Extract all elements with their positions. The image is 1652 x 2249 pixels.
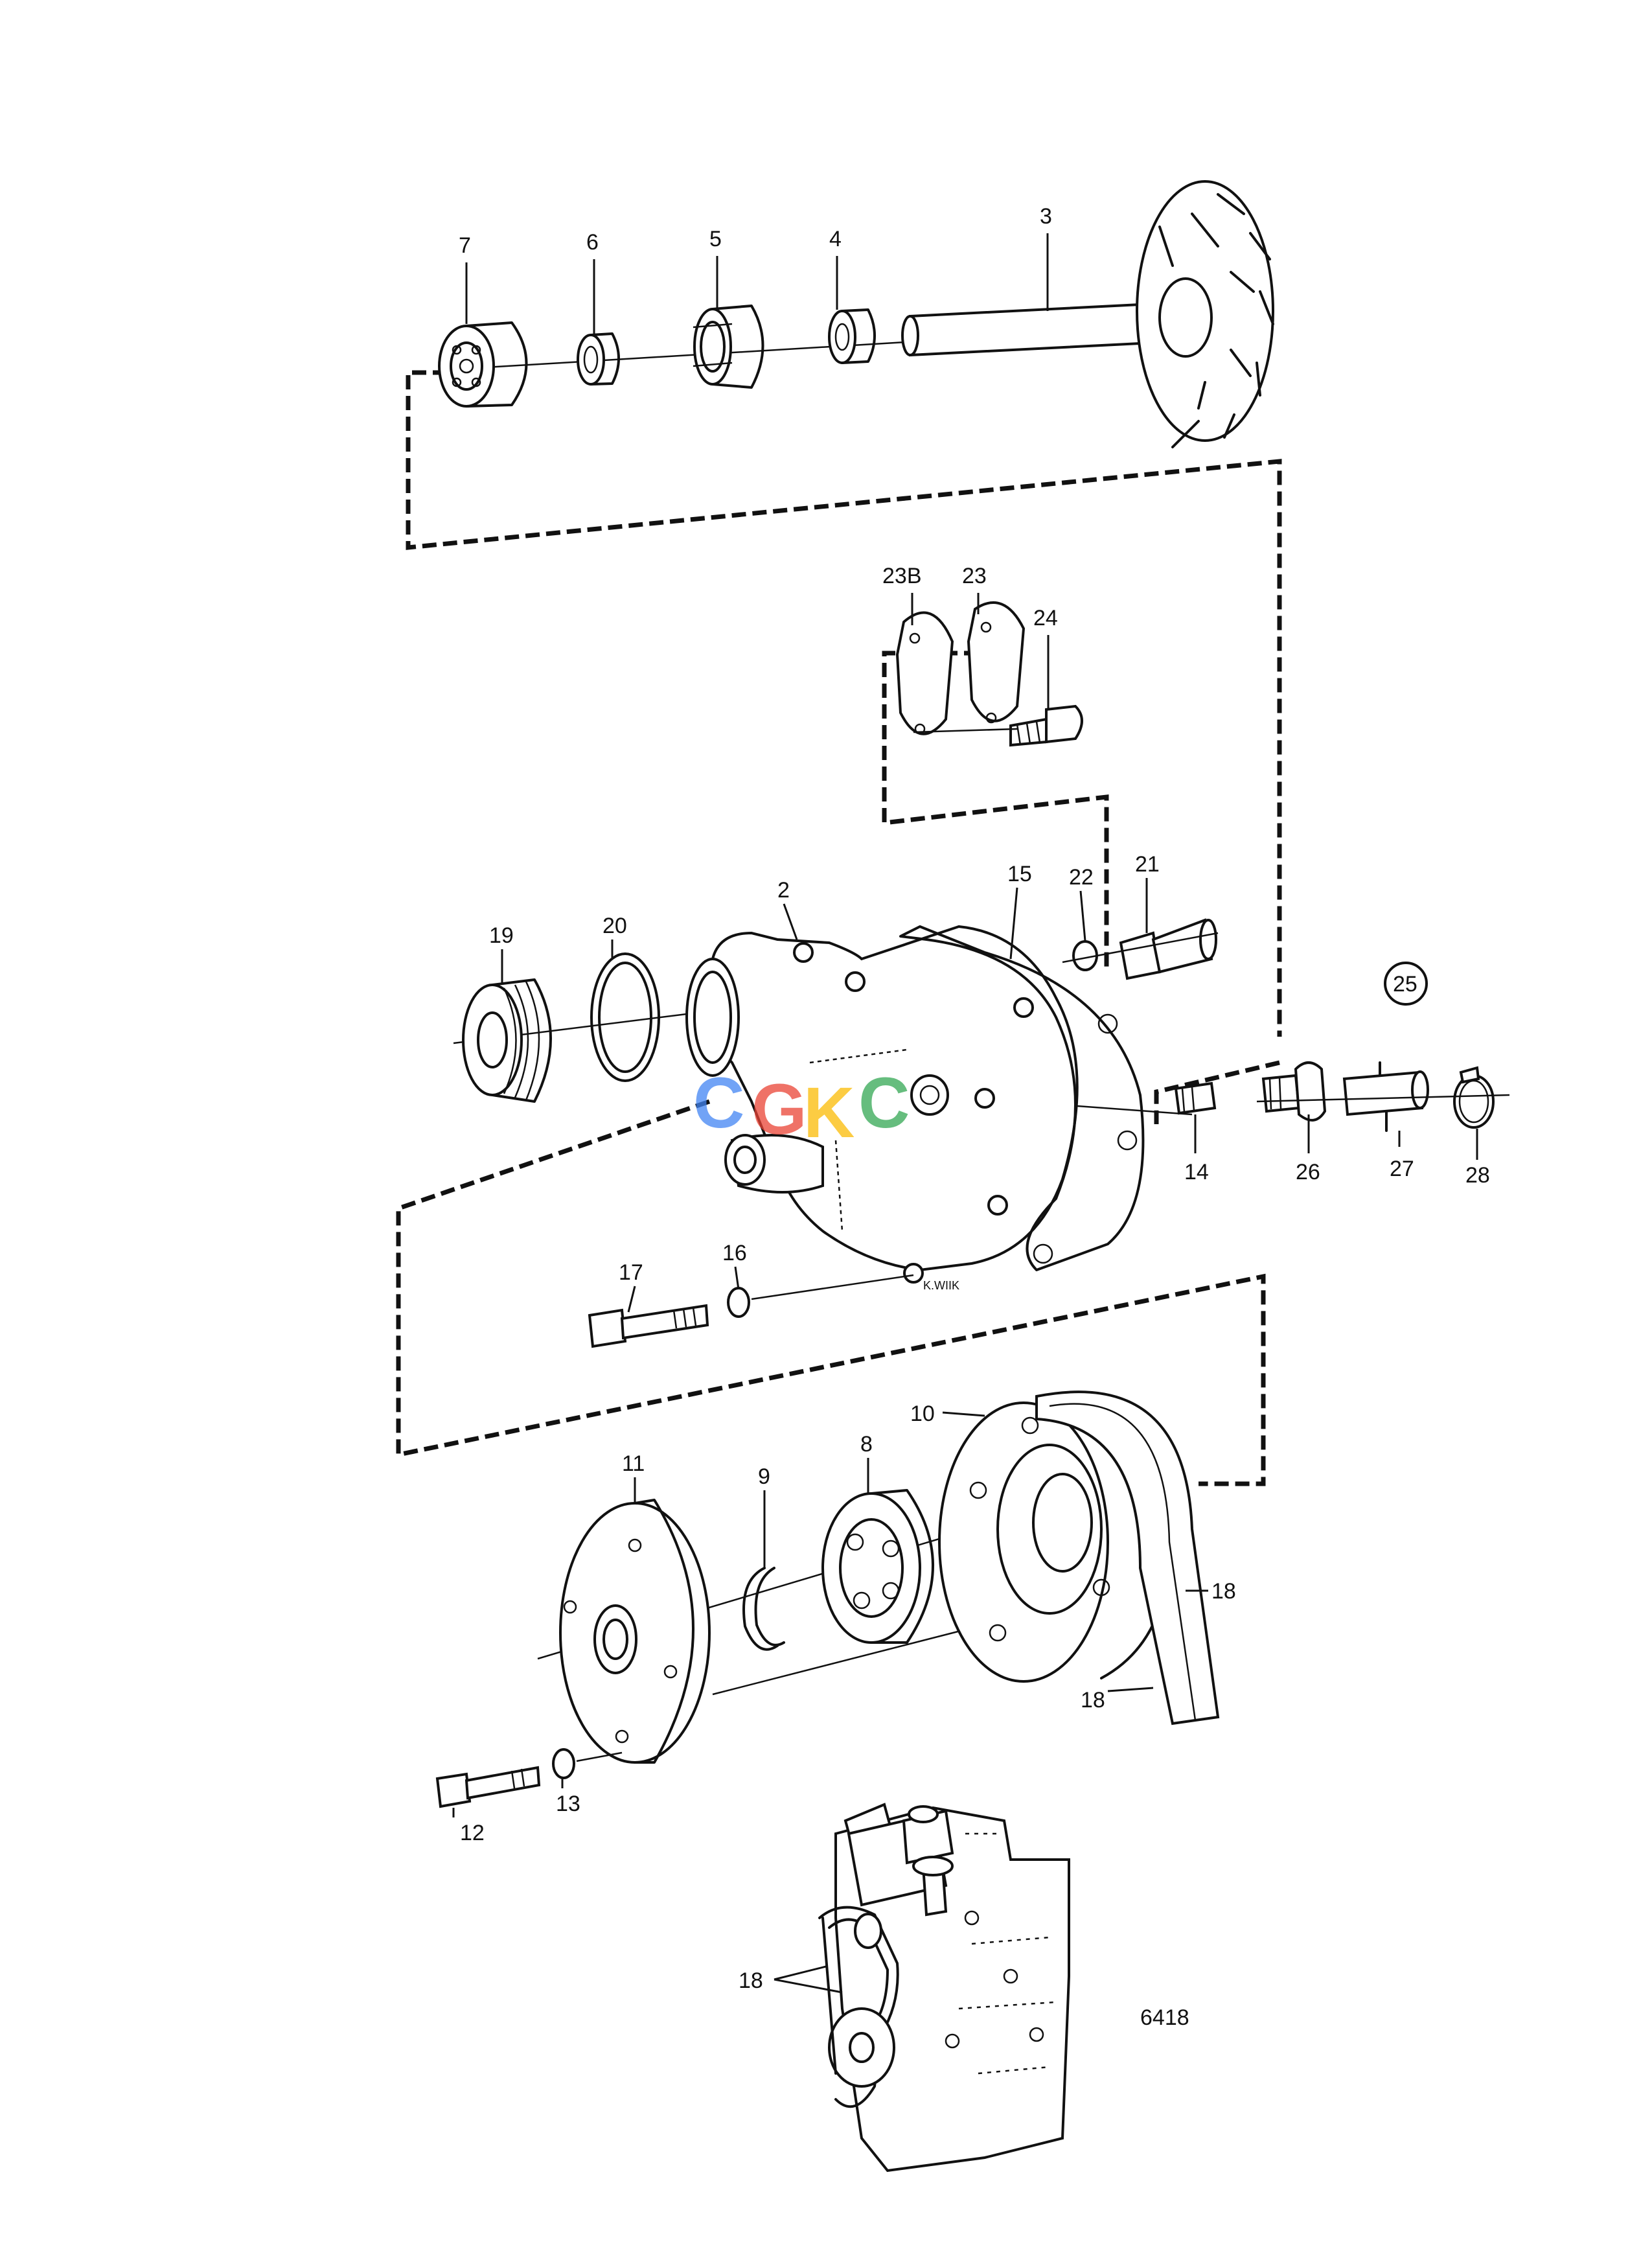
label-6: 6 [586, 230, 599, 255]
plug-axis-line [1062, 932, 1219, 963]
bolt-12 [435, 1766, 541, 1808]
gasket-15 [899, 925, 1145, 1271]
label-23: 23 [962, 564, 987, 588]
pulley-19 [462, 978, 552, 1103]
hose-clamp-28 [1453, 1066, 1495, 1129]
label-27: 27 [1390, 1157, 1414, 1181]
pump-housing-2 [685, 925, 1079, 1284]
lower-axis-line-2 [712, 1625, 979, 1696]
dashed-group-outline-middle [396, 1060, 1280, 1486]
label-14: 14 [1184, 1160, 1209, 1184]
leader-18-thumb-b [774, 1978, 843, 1994]
watermark-letter-3: K [803, 1073, 855, 1153]
watermark-letter-2: G [751, 1070, 807, 1149]
watermark-letter-4: C [858, 1063, 910, 1143]
washer-13 [552, 1748, 575, 1779]
label-23b: 23B [882, 564, 922, 588]
hub-flange-11 [559, 1499, 711, 1764]
label-25: 25 [1393, 972, 1417, 997]
plug-21 [1119, 918, 1217, 980]
label-15: 15 [1007, 862, 1032, 886]
label-2: 2 [777, 878, 790, 903]
sleeve-5 [693, 305, 764, 389]
leader-2 [783, 903, 798, 940]
leader-18-thumb-a [774, 1965, 827, 1981]
stamp-k-wiik: K.WIIK [923, 1279, 959, 1292]
tee-connector-27 [1342, 1061, 1429, 1132]
leader-15 [1009, 887, 1018, 960]
watermark-logo: C G K C [693, 1063, 910, 1153]
label-10: 10 [910, 1401, 935, 1426]
label-20: 20 [602, 914, 627, 938]
bolt-17 [588, 1304, 709, 1348]
plug-screw-14 [1174, 1081, 1217, 1115]
impeller-shaft-3 [901, 180, 1274, 448]
label-21: 21 [1135, 852, 1160, 877]
hose-nipple-26 [1261, 1061, 1327, 1122]
leader-10 [942, 1411, 985, 1417]
cover-plate-23b [895, 611, 954, 735]
group-25-circle [1384, 962, 1428, 1006]
cover-plate-23 [967, 601, 1026, 724]
label-19: 19 [489, 923, 514, 948]
watermark-letter-1: C [693, 1063, 744, 1143]
label-18-lower: 18 [1081, 1688, 1105, 1713]
leader-18-lower [1107, 1687, 1154, 1692]
circlip-9 [742, 1567, 785, 1651]
leader-16 [734, 1266, 740, 1290]
label-18-upper: 18 [1211, 1579, 1236, 1604]
label-7: 7 [459, 233, 471, 258]
label-28: 28 [1465, 1163, 1490, 1188]
label-5: 5 [709, 227, 722, 251]
group25-axis-line [1256, 1094, 1510, 1103]
v-belt-18 [1035, 1390, 1220, 1725]
ball-bearing-8 [821, 1489, 934, 1644]
label-4: 4 [829, 227, 842, 251]
seal-4 [828, 308, 876, 364]
lock-washer-16 [727, 1287, 750, 1318]
label-16: 16 [722, 1241, 747, 1265]
screw-24 [1009, 704, 1083, 747]
seal-ring-6 [577, 332, 620, 386]
label-3: 3 [1040, 204, 1052, 229]
label-22: 22 [1069, 865, 1094, 890]
figure-number: 6418 [1140, 2005, 1189, 2030]
leader-22 [1079, 890, 1086, 941]
engine-locator-illustration [818, 1803, 1070, 2173]
bolt-axis-line [751, 1274, 914, 1300]
label-24: 24 [1033, 606, 1058, 630]
o-ring-20 [590, 952, 660, 1082]
label-17: 17 [619, 1260, 643, 1285]
label-26: 26 [1296, 1160, 1320, 1184]
dashed-group-outline-top [406, 370, 1282, 1037]
cover-axis-line [913, 728, 1018, 733]
ball-bearing-7 [438, 321, 528, 408]
label-18-thumbnail: 18 [739, 1968, 763, 1993]
label-11: 11 [622, 1451, 645, 1476]
label-9: 9 [758, 1464, 770, 1489]
label-12: 12 [460, 1821, 485, 1845]
leader-17 [627, 1286, 636, 1313]
label-13: 13 [556, 1792, 580, 1816]
label-8: 8 [860, 1432, 873, 1457]
hub-bolt-axis-line [576, 1751, 623, 1762]
